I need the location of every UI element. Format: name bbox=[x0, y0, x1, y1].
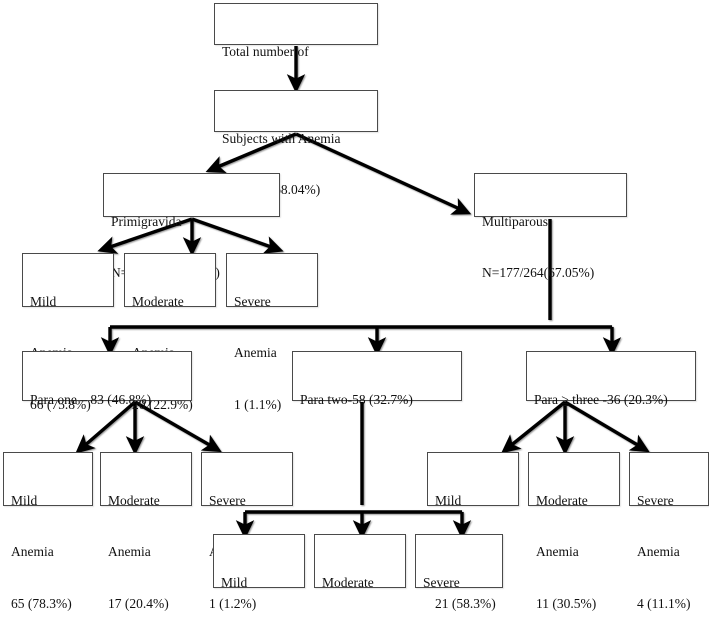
node-primigravida-severe[interactable]: Severe Anemia 1 (1.1%) bbox=[226, 253, 318, 412]
p2-severe-line1: Severe bbox=[423, 574, 460, 590]
node-para-one-severe[interactable]: Severe Anemia 1 (1.2%) bbox=[201, 452, 293, 611]
node-para-two[interactable]: Para two-58 (32.7%) bbox=[292, 351, 462, 407]
para-one-label: Para one – 83 (46.8%) bbox=[30, 391, 152, 407]
p2-moderate-line1: Moderate bbox=[322, 574, 374, 590]
p1-mild-line1: Mild bbox=[11, 492, 38, 508]
p3-mild-line3: 21 (58.3%) bbox=[435, 596, 496, 612]
node-para-three-mild[interactable]: Mild Anemia 21 (58.3%) bbox=[427, 452, 519, 611]
node-para-two-severe[interactable]: Severe Anemia 2 (3.4%) bbox=[415, 534, 503, 590]
node-multiparous-line2: N=177/264(67.05%) bbox=[482, 265, 595, 281]
node-para-three[interactable]: Para ≥ three -36 (20.3%) bbox=[526, 351, 696, 407]
node-para-two-mild[interactable]: Mild Anemia 39 (67.2%) bbox=[213, 534, 305, 590]
greater-equal-icon: ≥ bbox=[561, 391, 569, 407]
node-total-subjects[interactable]: Total number of subjects= 388 bbox=[214, 3, 378, 110]
node-anemia-line1: Subjects with Anemia bbox=[222, 130, 341, 146]
node-para-three-moderate[interactable]: Moderate Anemia 11 (30.5%) bbox=[528, 452, 620, 611]
para-three-label: Para ≥ three -36 (20.3%) bbox=[534, 391, 689, 408]
p2-mild-line1: Mild bbox=[221, 574, 248, 590]
node-primigravida-moderate[interactable]: Moderate Anemia 20 (22.9%) bbox=[124, 253, 216, 412]
p1-mild-line3: 65 (78.3%) bbox=[11, 596, 72, 612]
node-para-two-moderate[interactable]: Moderate Anemia 17 (29.3%) bbox=[314, 534, 406, 590]
p3-moderate-line1: Moderate bbox=[536, 492, 588, 508]
primi-moderate-line1: Moderate bbox=[132, 293, 184, 309]
p3-severe-line2: Anemia bbox=[637, 544, 680, 560]
p1-mild-line2: Anemia bbox=[11, 544, 54, 560]
node-primigravida[interactable]: Primigravida N=87/264 (32.95%) bbox=[103, 173, 280, 280]
p1-moderate-line1: Moderate bbox=[108, 492, 160, 508]
node-para-one[interactable]: Para one – 83 (46.8%) bbox=[22, 351, 192, 407]
p1-severe-line3: 1 (1.2%) bbox=[209, 596, 257, 612]
node-para-one-moderate[interactable]: Moderate Anemia 17 (20.4%) bbox=[100, 452, 192, 611]
p3-severe-line3: 4 (11.1%) bbox=[637, 596, 691, 612]
node-primigravida-mild[interactable]: Mild Anemia 66 (75.8%) bbox=[22, 253, 114, 412]
p3-moderate-line2: Anemia bbox=[536, 544, 579, 560]
node-multiparous[interactable]: Multiparous N=177/264(67.05%) bbox=[474, 173, 627, 280]
primi-severe-line1: Severe bbox=[234, 293, 271, 309]
para-two-label: Para two-58 (32.7%) bbox=[300, 391, 413, 407]
node-multiparous-line1: Multiparous bbox=[482, 213, 548, 229]
p1-moderate-line3: 17 (20.4%) bbox=[108, 596, 169, 612]
primi-severe-line3: 1 (1.1%) bbox=[234, 397, 282, 413]
node-para-three-severe[interactable]: Severe Anemia 4 (11.1%) bbox=[629, 452, 709, 611]
p1-moderate-line2: Anemia bbox=[108, 544, 151, 560]
p1-severe-line1: Severe bbox=[209, 492, 246, 508]
p3-severe-line1: Severe bbox=[637, 492, 674, 508]
node-primigravida-line1: Primigravida bbox=[111, 213, 182, 229]
para-three-prefix: Para bbox=[534, 391, 562, 407]
node-para-one-mild[interactable]: Mild Anemia 65 (78.3%) bbox=[3, 452, 93, 611]
primi-severe-line2: Anemia bbox=[234, 345, 277, 361]
p3-mild-line1: Mild bbox=[435, 492, 462, 508]
p3-moderate-line3: 11 (30.5%) bbox=[536, 596, 597, 612]
node-subjects-with-anemia[interactable]: Subjects with Anemia 264/388 (68.04%) bbox=[214, 90, 378, 197]
para-three-suffix: three -36 (20.3%) bbox=[568, 391, 668, 407]
primi-mild-line1: Mild bbox=[30, 293, 57, 309]
node-total-line1: Total number of bbox=[222, 43, 309, 59]
